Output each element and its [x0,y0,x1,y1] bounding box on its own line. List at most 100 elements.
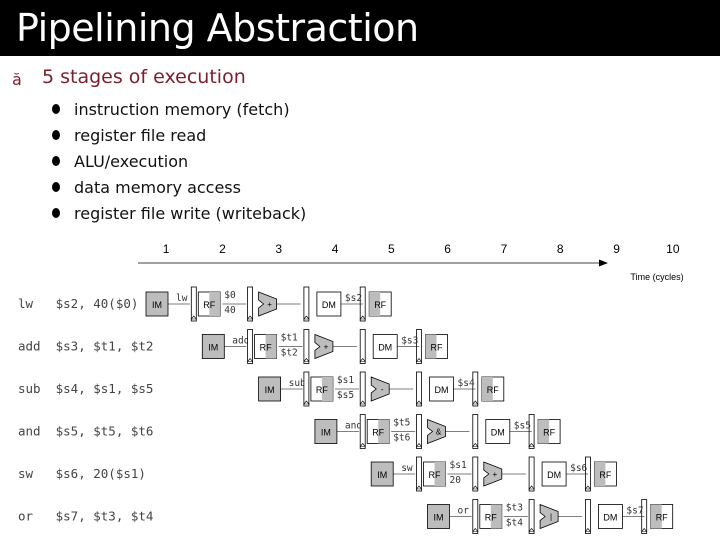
clock-marker-icon [415,358,423,362]
instruction-text: sw $s6, 20($s1) [18,466,146,481]
pipeline-register [472,499,479,534]
clock-marker-icon [415,485,423,490]
source-reg-2: 20 [450,475,462,486]
clock-marker-icon [641,528,648,532]
rf-read-label: RF [429,470,441,480]
dm-label: DM [322,300,336,310]
im-label: IM [208,343,218,353]
source-reg-2: $t6 [393,433,410,444]
clock-marker-icon [246,358,254,362]
clock-marker-icon [415,400,423,405]
dest-reg: $s5 [514,421,531,432]
im-label: IM [321,428,331,438]
source-reg-1: $0 [224,290,236,301]
source-reg-1: $t1 [281,333,298,344]
dm-label: DM [435,385,449,395]
im-label: IM [377,470,387,480]
main-bullet: 5 stages of execution [42,66,246,88]
title-bar: Pipelining Abstraction [0,0,720,56]
dest-reg: $s4 [458,378,475,389]
clock-marker-icon [303,358,310,362]
rf-read-label: RF [203,300,215,310]
rf-write-shade [594,462,606,486]
rf-read-shade [434,462,446,486]
stage-item: register file read [52,122,306,148]
clock-marker-icon [303,315,310,320]
pipeline-register [528,456,535,492]
clock-marker-icon [528,443,535,447]
opcode-label: or [458,506,470,517]
source-reg-1: $s1 [450,460,467,471]
dest-reg: $s2 [345,293,362,304]
cycle-number: 6 [444,242,451,256]
alu-op-label: + [492,470,497,479]
rf-read-shade [321,377,333,401]
dm-block [372,334,398,359]
clock-marker-icon [359,443,366,447]
pipeline-register [303,329,310,364]
cycle-number: 8 [557,242,564,256]
rf-read-shade [378,419,390,444]
im-label: IM [434,513,444,523]
clock-marker-icon [303,400,310,405]
pipeline-register [472,414,479,449]
cycle-number: 2 [219,242,226,256]
pipeline-register [359,414,366,449]
dm-label: DM [547,470,561,480]
instruction-text: or $s7, $t3, $t4 [18,509,153,524]
stage-label: instruction memory (fetch) [74,99,290,119]
rf-read-label: RF [260,343,272,353]
pipeline-register [416,414,422,449]
dm-label: DM [603,513,617,523]
rf-write-label: RF [543,428,555,438]
pipeline-register [247,329,254,364]
rf-write-shade [369,292,381,316]
stage-item: ALU/execution [52,148,306,174]
clock-marker-icon [190,315,197,320]
cycle-number: 5 [388,242,395,256]
pipeline-register [247,286,254,322]
clock-marker-icon [415,443,423,447]
pipeline-register [472,456,479,492]
bullet-dot-icon [52,130,60,140]
im-label: IM [265,385,275,395]
opcode-label: sw [401,463,413,474]
clock-marker-icon [472,400,479,405]
bullet-dot-icon [52,104,60,114]
source-reg-1: $t3 [506,503,523,514]
alu-icon [427,418,446,445]
alu-op-label: + [324,343,329,352]
rf-write-shade [481,377,493,401]
pipeline-register [359,371,366,407]
pipeline-register [416,371,422,407]
pipeline-register [528,499,535,534]
rf-write-label: RF [656,513,668,523]
rf-write-label: RF [431,343,443,353]
dm-label: DM [378,343,392,353]
slide-title: Pipelining Abstraction [16,6,419,50]
opcode-label: sub [289,378,306,389]
stage-label: data memory access [74,177,241,197]
rf-write-shade [538,419,550,444]
source-reg-2: $t4 [506,518,523,529]
clock-marker-icon [584,485,592,490]
instruction-text: and $s5, $t5, $t6 [18,424,153,439]
stage-label: ALU/execution [74,151,189,171]
stage-label: register file read [74,125,207,145]
stage-item: instruction memory (fetch) [52,96,306,122]
pipeline-register [416,456,422,492]
source-reg-2: 40 [224,305,236,316]
dest-reg: $s3 [401,336,418,347]
rf-write-label: RF [487,385,499,395]
rf-write-label: RF [374,300,386,310]
time-axis-arrow-icon [599,259,608,267]
instruction-text: sub $s4, $s1, $s5 [18,381,153,396]
clock-marker-icon [472,443,479,447]
bullet-dot-icon [52,208,60,218]
instruction-text: add $s3, $t1, $t2 [18,339,153,354]
rf-write-label: RF [599,470,611,480]
opcode-label: and [345,421,362,432]
rf-read-label: RF [372,428,384,438]
cycle-number: 3 [275,242,282,256]
pipeline-register [303,371,310,407]
